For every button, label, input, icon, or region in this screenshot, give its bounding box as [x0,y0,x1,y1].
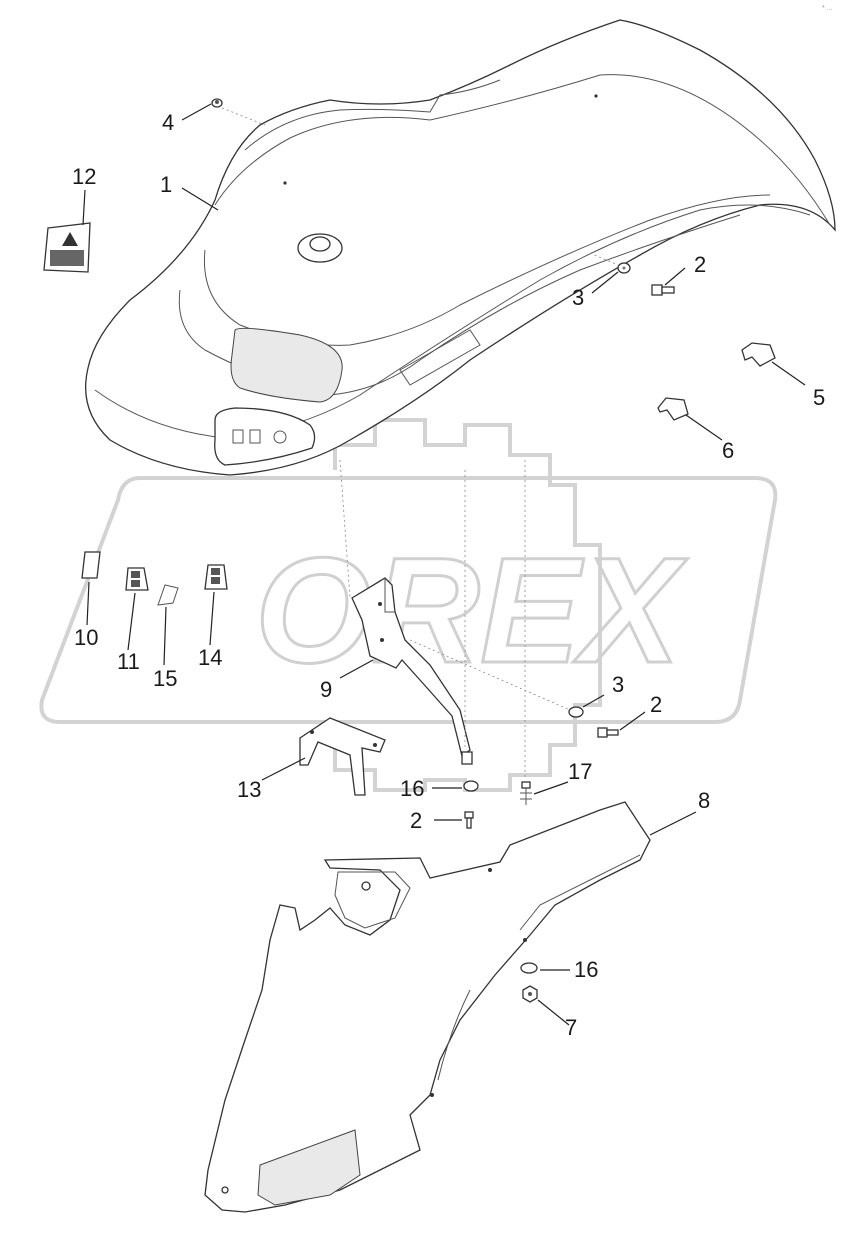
callout-2: 2 [410,808,422,833]
callout-12: 12 [72,164,96,189]
bolt-part-2-middle [464,811,474,829]
washer-part-16-lower [520,962,538,974]
callout-13: 13 [237,777,261,802]
callout-6: 6 [722,438,734,463]
callout-16: 16 [400,776,424,801]
switch-part-14 [204,564,228,590]
callout-10: 10 [74,625,98,650]
switch-part-11 [125,567,149,591]
stud-part-17 [520,781,532,805]
washer-part-16-upper [463,780,479,792]
callout-3: 3 [572,285,584,310]
callout-2: 2 [650,692,662,717]
callout-8: 8 [698,788,710,813]
callout-9: 9 [320,677,332,702]
callout-1: 1 [160,172,172,197]
corner-mark: * ... [822,5,833,12]
watermark-text: OREX [255,526,688,694]
clip-part-15 [157,584,179,606]
callout-2: 2 [694,252,706,277]
bolt-part-2-lower [597,727,619,738]
washer-part-3-top [617,262,631,274]
clip-part-5 [741,342,776,367]
warning-decal-part-12 [43,222,91,273]
callout-15: 15 [153,666,177,691]
liner-part-8 [204,801,651,1213]
watermark-box [39,476,778,724]
callout-5: 5 [813,385,825,410]
callout-11: 11 [117,649,140,674]
bolt-part-2-top [651,284,675,296]
switch-part-10 [81,551,101,579]
watermark-logo: OREX [39,418,778,792]
nut-part-7 [522,985,538,1003]
washer-part-3-lower [568,706,584,718]
callout-4: 4 [162,110,174,135]
callout-17: 17 [568,759,592,784]
callout-14: 14 [198,645,222,670]
bracket-part-9 [351,577,473,765]
nut-part-4 [211,98,223,108]
callout-7: 7 [565,1015,577,1040]
watermark-gear [333,418,602,792]
callout-labels: 1 2 2 2 3 3 4 5 6 7 8 9 10 11 12 13 14 1… [72,110,825,1040]
callout-3: 3 [612,672,624,697]
bracket-part-13 [299,717,386,796]
leader-lines [82,103,806,1026]
fender-part-1 [85,19,836,476]
clip-part-6 [657,397,689,421]
callout-16: 16 [574,957,598,982]
